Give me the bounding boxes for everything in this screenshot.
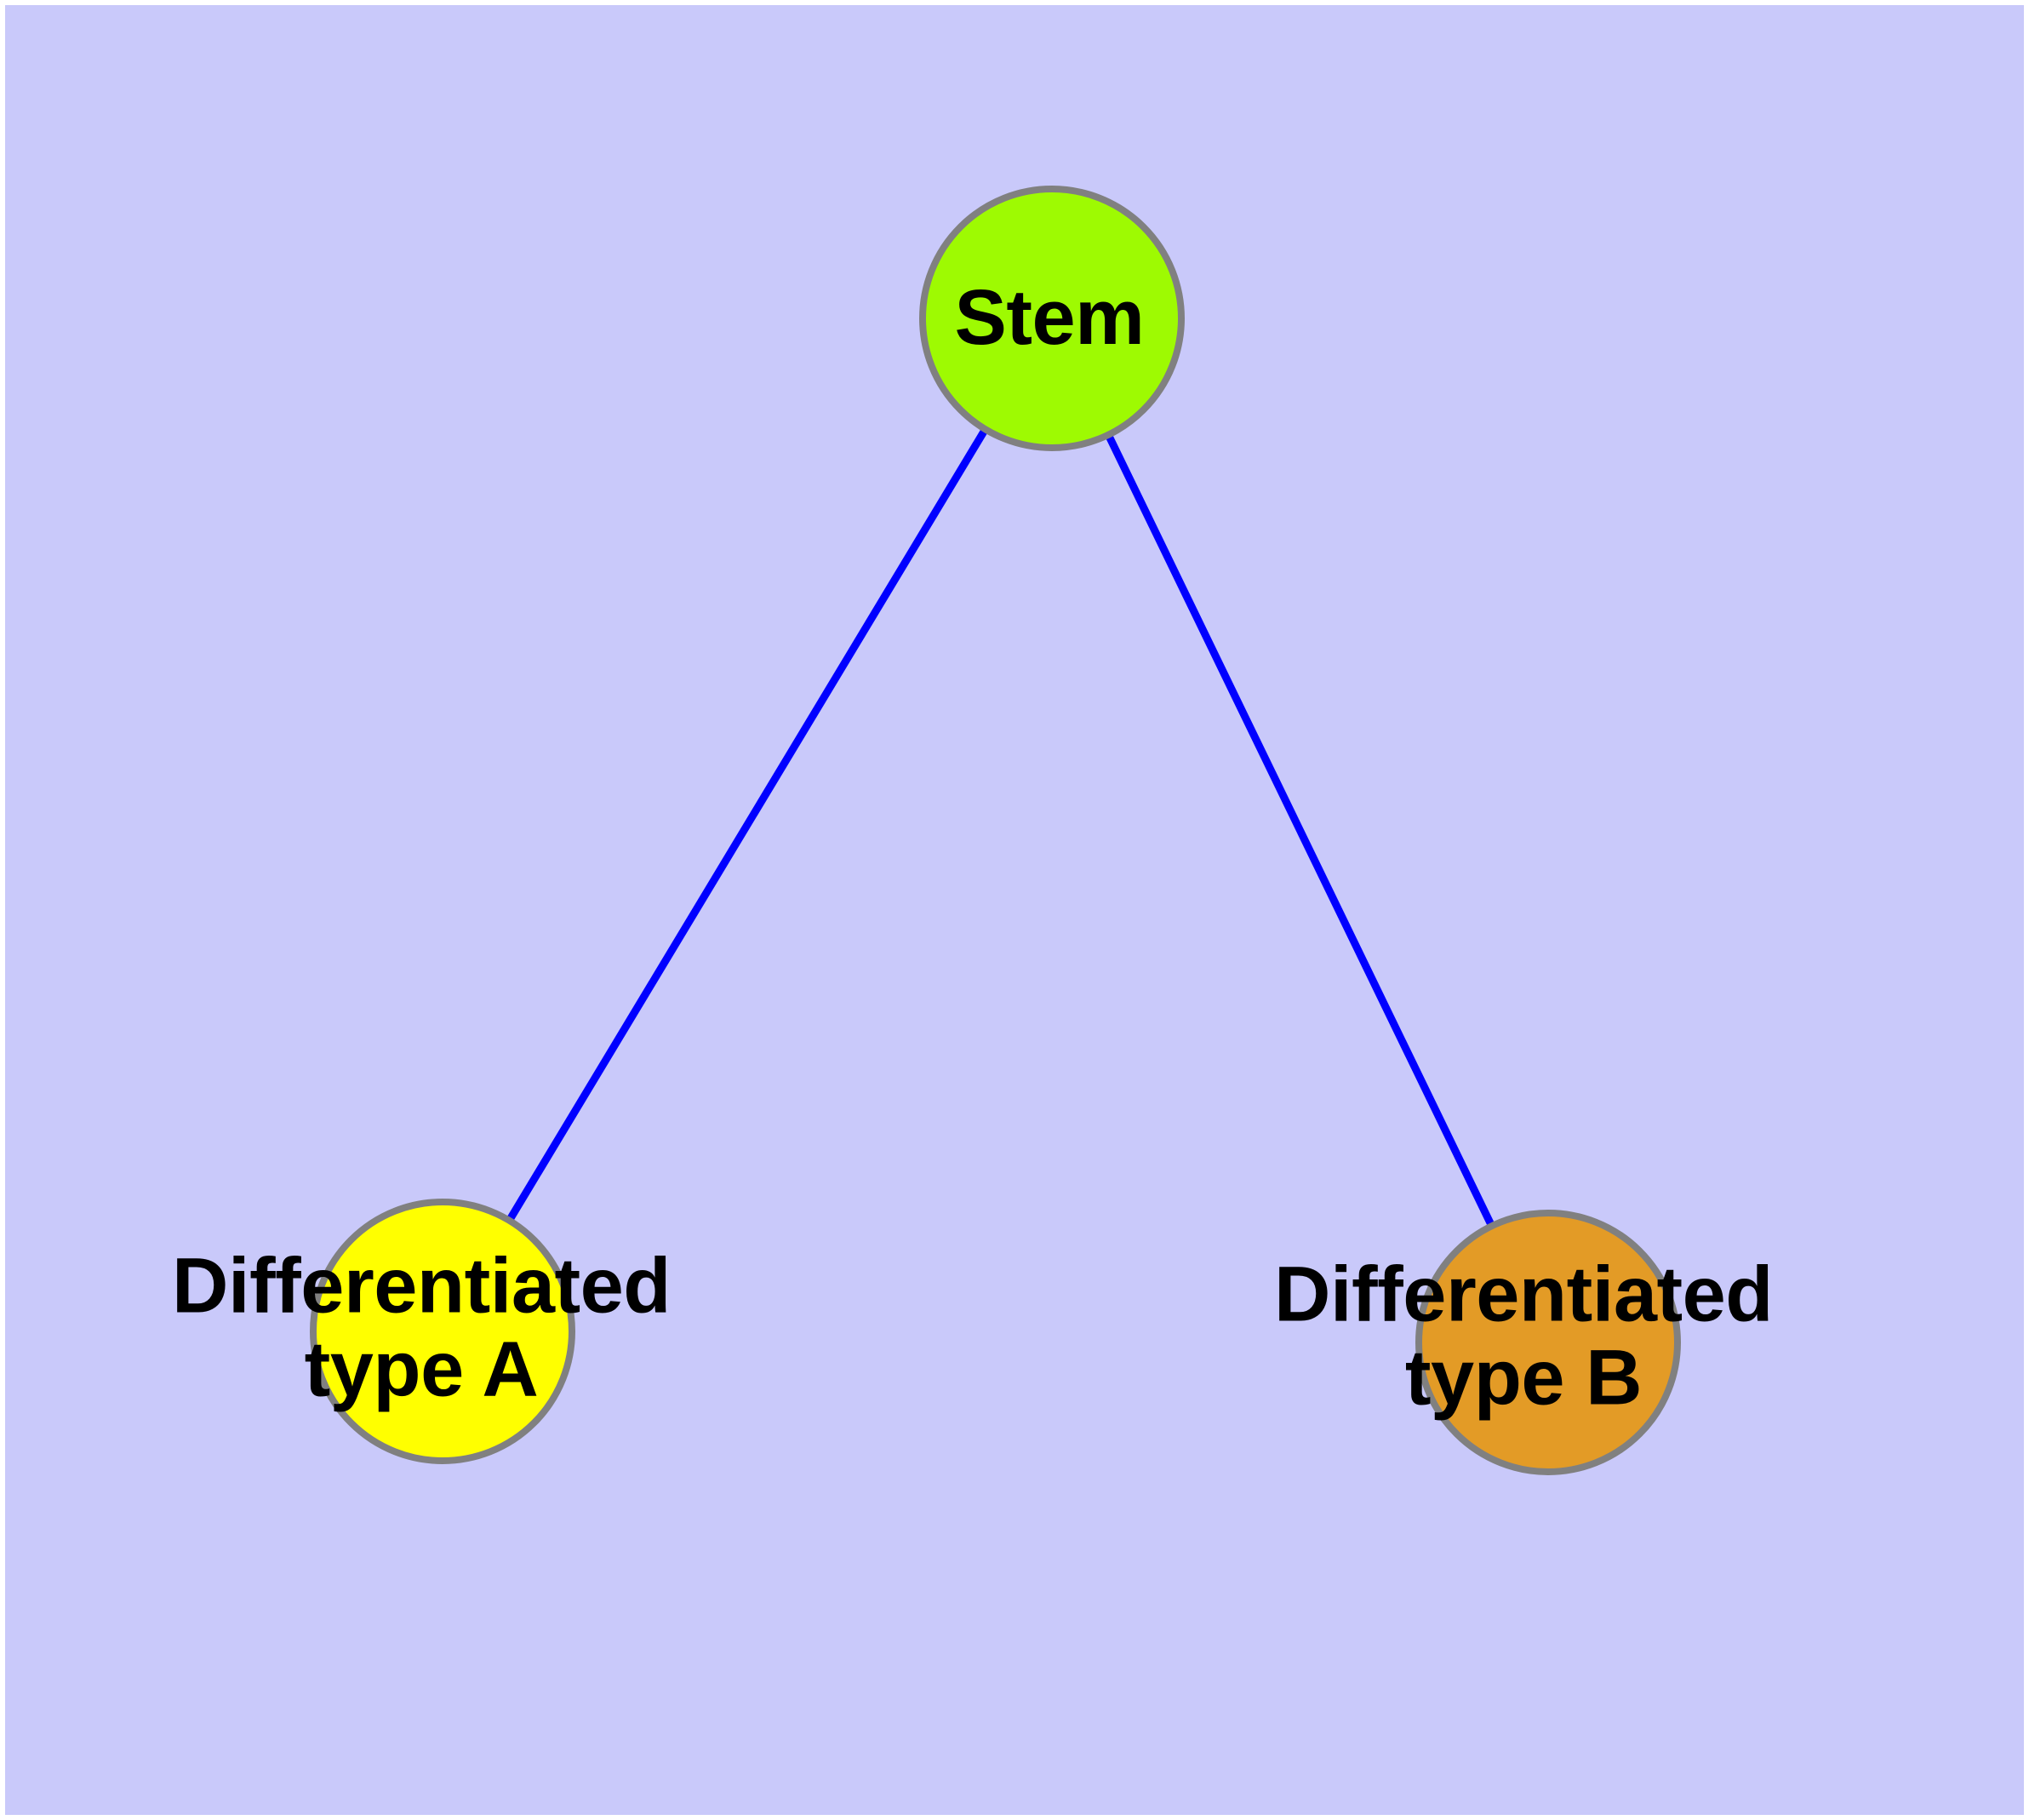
node-stem[interactable] bbox=[919, 186, 1185, 451]
edge-stem-to-differentiated-type-a[interactable] bbox=[439, 316, 1055, 1334]
node-differentiated-type-b[interactable] bbox=[1415, 1210, 1681, 1475]
edge-layer bbox=[439, 316, 1552, 1344]
node-layer bbox=[310, 186, 1681, 1475]
edge-stem-to-differentiated-type-b[interactable] bbox=[1048, 317, 1552, 1344]
node-differentiated-type-a[interactable] bbox=[310, 1199, 575, 1464]
